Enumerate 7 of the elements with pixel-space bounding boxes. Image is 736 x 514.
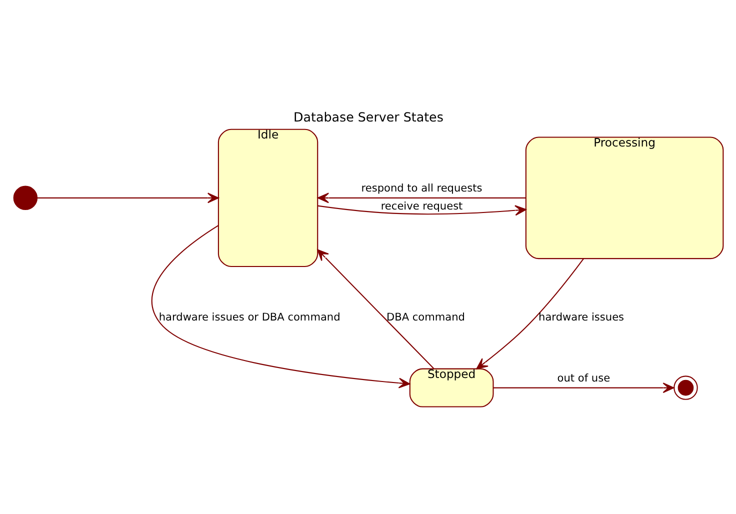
edge-label: respond to all requests <box>360 182 482 195</box>
diagram-title: Database Server States <box>293 110 443 125</box>
edge-label: receive request <box>380 200 462 213</box>
edge-label: hardware issues <box>538 311 624 324</box>
edge-label: DBA command <box>386 311 464 324</box>
edge-label: out of use <box>556 372 610 384</box>
edge-label: hardware issues or DBA command <box>158 311 340 324</box>
